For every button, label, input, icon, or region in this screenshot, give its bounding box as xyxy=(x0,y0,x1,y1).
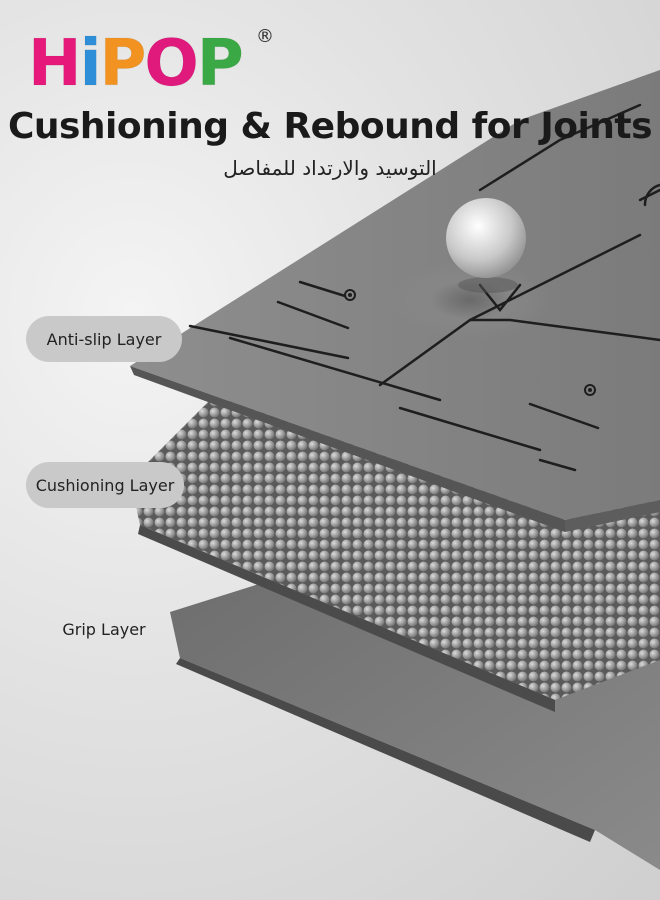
cushioning-layer-label: Cushioning Layer xyxy=(26,462,184,508)
logo-letter: i xyxy=(79,27,102,101)
anti-slip-layer xyxy=(130,70,660,532)
logo-letter: H xyxy=(28,27,83,101)
hipop-logo: H i P O P ® xyxy=(28,26,275,101)
logo-letter: P xyxy=(99,27,147,101)
anti-slip-layer-label: Anti-slip Layer xyxy=(26,316,182,362)
logo-letter: O xyxy=(144,27,199,101)
registered-mark: ® xyxy=(256,26,275,47)
headline: Cushioning & Rebound for Joints xyxy=(7,106,653,147)
logo-letter: P xyxy=(196,27,244,101)
grip-layer-label: Grip Layer xyxy=(62,619,146,639)
subtitle-arabic: التوسيد والارتداد للمفاصل xyxy=(223,156,437,180)
ball-icon xyxy=(446,198,526,293)
